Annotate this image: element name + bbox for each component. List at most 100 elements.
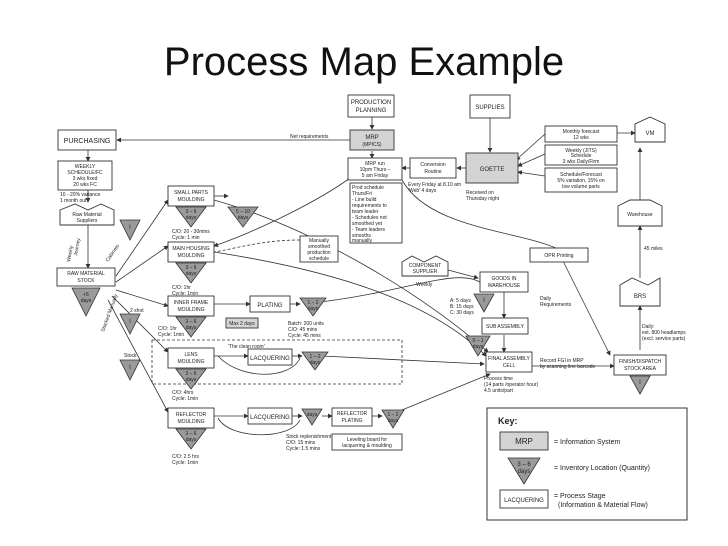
svg-text:OPR Printing: OPR Printing — [544, 253, 573, 259]
svg-text:smooths: smooths — [352, 233, 371, 239]
conversion-routine-box: Conversion Routine — [409, 157, 457, 179]
purchasing-box: PURCHASING — [57, 129, 117, 151]
key-legend: Key: MRP = Information System 3 – 6 days… — [486, 407, 688, 521]
final-assembly-cell-box: FINAL ASSEMBLY CELL — [485, 351, 533, 373]
received-thursday-note: Received on — [466, 190, 494, 196]
svg-text:requirements to: requirements to — [352, 203, 387, 209]
svg-text:= Process Stage: = Process Stage — [554, 493, 606, 500]
svg-text:days: days — [186, 215, 197, 221]
plating-cycle: Cycle: 45 mins — [288, 333, 321, 339]
svg-text:SCHEDULE/FC: SCHEDULE/FC — [67, 170, 103, 176]
key-item-information-system: MRP = Information System — [499, 431, 621, 451]
svg-text:Warehouse: Warehouse — [627, 212, 653, 218]
reflector-mid-inventory: days — [301, 408, 323, 426]
inner-frame-moulding-box: INNER FRAME MOULDING — [167, 295, 215, 317]
svg-text:days: days — [186, 271, 197, 277]
main-housing-moulding-box: MAIN HOUSING MOULDING — [167, 241, 215, 263]
svg-text:STOCK AREA: STOCK AREA — [624, 366, 657, 372]
svg-text:PLATING: PLATING — [257, 303, 283, 309]
svg-text:Prod schedule: Prod schedule — [352, 185, 384, 191]
manually-smoothed-note: Manually smoothed production schedule — [299, 235, 339, 263]
svg-text:manually: manually — [352, 238, 373, 244]
warehouse-box: Warehouse — [617, 199, 663, 227]
plating-box: PLATING — [249, 295, 291, 313]
inventory-triangle-b: I — [119, 313, 141, 335]
main-housing-co: C/O: 1hr — [172, 285, 191, 291]
svg-text:SUB ASSEMBLY: SUB ASSEMBLY — [486, 324, 525, 330]
main-housing-cycle: Cycle: 1min — [172, 291, 198, 297]
component-supplier-box: COMPONENT SUPPLIER — [401, 255, 449, 277]
reflector-inventory: 3 – 6 days — [175, 428, 207, 450]
variance-note-line-2: 1 month out — [60, 198, 87, 204]
svg-text:Max 2 days: Max 2 days — [229, 321, 255, 327]
svg-text:VM: VM — [646, 131, 655, 137]
received-thursday-note-2: Thursday night — [466, 196, 500, 202]
weekly-jits-box: Weekly (JITS) Schedule 3 wks Daily/Firm — [544, 144, 618, 166]
clean-room-label: 'The clean room' — [228, 344, 265, 350]
svg-text:WAREHOUSE: WAREHOUSE — [488, 283, 521, 289]
svg-text:+5: +5 — [83, 292, 89, 298]
key-item-inventory-location: 3 – 6 days = Inventory Location (Quantit… — [507, 457, 650, 485]
key-title: Key: — [498, 416, 518, 426]
svg-text:(Information & Material Flow): (Information & Material Flow) — [558, 502, 648, 509]
svg-text:3 – 6: 3 – 6 — [517, 462, 531, 468]
svg-text:REFLECTOR: REFLECTOR — [337, 411, 368, 417]
inner-frame-cycle: Cycle: 1min — [158, 332, 184, 338]
svg-text:PURCHASING: PURCHASING — [64, 138, 111, 145]
svg-text:days: days — [388, 418, 399, 424]
stock-label: Stock — [124, 353, 137, 359]
svg-text:= Inventory Location (Quantity: = Inventory Location (Quantity) — [554, 465, 650, 472]
abc-days-c: C: 30 days — [450, 310, 474, 316]
raw-material-stock-box: RAW MATERIAL STOCK — [56, 267, 116, 287]
svg-text:smoothed yet: smoothed yet — [352, 221, 383, 227]
supplies-box: SUPPLIES — [469, 94, 511, 119]
schedule-forecast-box: Schedule/Forecast 5% variation, 15% on l… — [544, 167, 618, 193]
process-time-2: (14 parts /operator hour) — [484, 382, 539, 388]
reflector-out-inventory: 1 – 2 days — [381, 409, 405, 429]
svg-text:I: I — [639, 380, 641, 386]
svg-text:MRP run: MRP run — [365, 161, 385, 167]
svg-text:SMALL PARTS: SMALL PARTS — [174, 190, 208, 196]
svg-text:days: days — [518, 469, 531, 475]
every-friday-note: Every Friday at 8.10 am — [408, 182, 461, 188]
record-fgi-2: by scanning line barcode — [540, 364, 596, 370]
lacquering-box-1: LACQUERING — [247, 348, 293, 366]
stock-replenishment-cycle: Cycle: 1.5 mins — [286, 446, 321, 452]
svg-text:WEEKLY: WEEKLY — [75, 164, 96, 170]
svg-text:LACQUERING: LACQUERING — [504, 498, 544, 504]
svg-text:5 am Friday: 5 am Friday — [362, 173, 389, 179]
svg-text:REFLECTOR: REFLECTOR — [176, 412, 207, 418]
svg-text:lacquering & moulding: lacquering & moulding — [342, 443, 392, 449]
stacked-manually-label: Stacked Manually — [100, 293, 119, 333]
svg-text:MAIN HOUSING: MAIN HOUSING — [172, 246, 209, 252]
svg-text:MOULDING: MOULDING — [178, 419, 205, 425]
svg-text:Manually: Manually — [309, 238, 330, 244]
weekly-schedule-box: WEEKLY SCHEDULE/FC 3 wks fixed 20 wks FC — [57, 160, 113, 191]
weekly-journey-label: Weekly — [66, 245, 75, 263]
svg-text:Monthly forecast: Monthly forecast — [563, 129, 600, 135]
svg-text:1 – 2: 1 – 2 — [387, 412, 398, 418]
weekly-label: Weekly — [416, 282, 433, 288]
svg-text:5 – 10: 5 – 10 — [236, 209, 250, 215]
svg-text:days: days — [186, 437, 197, 443]
sub-assembly-inventory: 0 – 1 days — [465, 335, 491, 357]
svg-text:SUPPLIER: SUPPLIER — [413, 269, 438, 275]
process-time-3: 4.5 units/part — [484, 388, 514, 394]
svg-text:(MPICS): (MPICS) — [362, 142, 382, 148]
svg-text:I: I — [129, 365, 131, 371]
mrp-run-box: MRP run 10pm Thurs – 5 am Friday — [347, 157, 403, 181]
goods-in-inventory: I — [473, 293, 495, 313]
svg-text:team leader: team leader — [352, 209, 379, 215]
two-shot-label: 2 shot — [130, 308, 144, 314]
svg-text:PRODUCTION: PRODUCTION — [351, 100, 391, 106]
stock-replenishment: Stock replenishment — [286, 434, 332, 440]
small-parts-inventory: 3 – 6 days — [175, 206, 207, 228]
small-parts-out-inventory: 5 – 10 days — [227, 206, 259, 228]
svg-text:INNER FRAME: INNER FRAME — [174, 300, 209, 306]
svg-text:COMPONENT: COMPONENT — [409, 263, 442, 269]
svg-text:3 – 6: 3 – 6 — [185, 209, 196, 215]
svg-text:STOCK: STOCK — [77, 278, 95, 284]
svg-text:Schedule/Forecast: Schedule/Forecast — [560, 172, 602, 178]
daily-headlamps-3: (excl. service parts) — [642, 336, 686, 342]
